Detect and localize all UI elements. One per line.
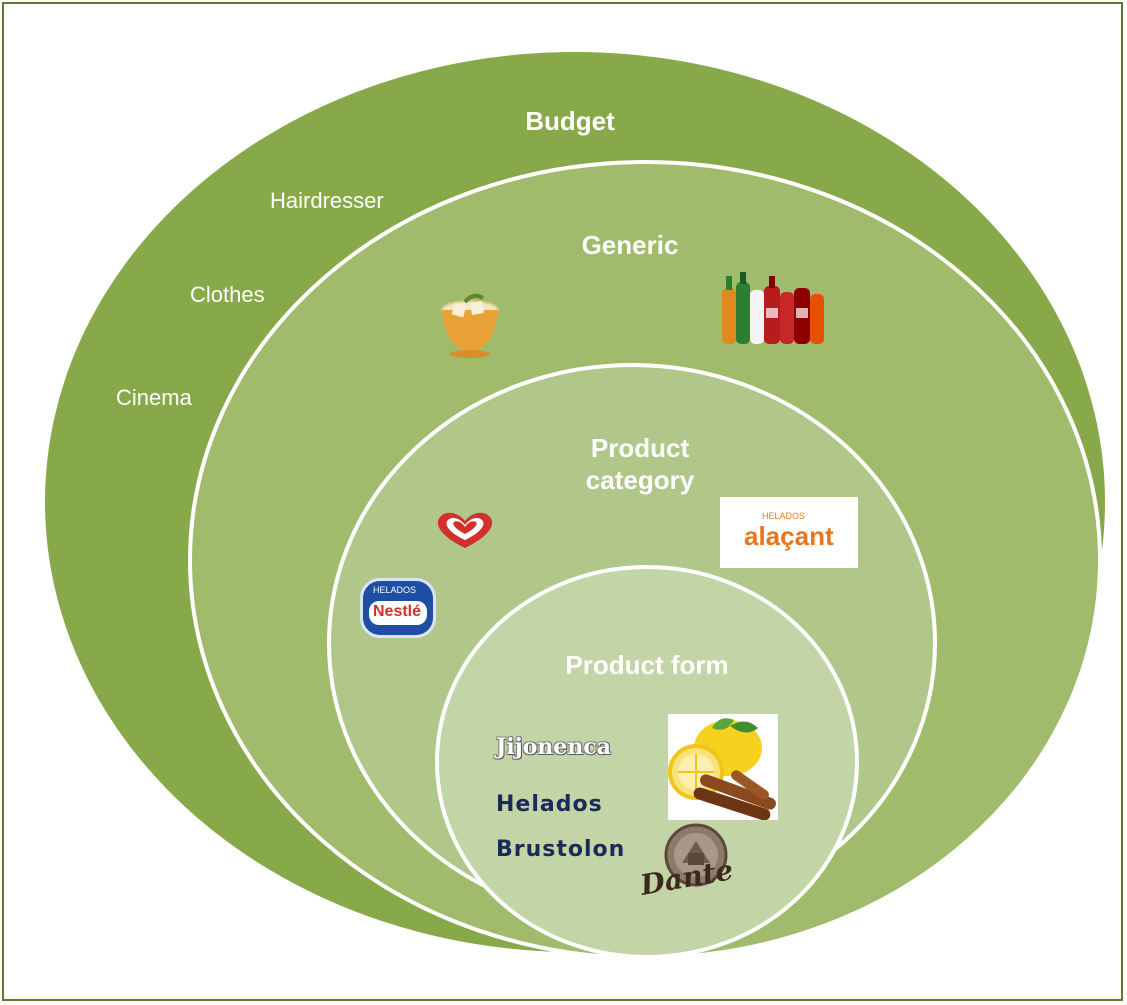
generic-title: Generic bbox=[581, 230, 679, 260]
iced-tea-icon bbox=[441, 293, 499, 358]
nestle-logo-icon: HELADOS Nestlé bbox=[360, 578, 436, 638]
budget-item-cinema: Cinema bbox=[116, 385, 192, 410]
product-form-circle bbox=[435, 565, 859, 959]
dante-logo-icon: Dante bbox=[638, 823, 742, 902]
heart-brand-logo-icon bbox=[437, 512, 493, 548]
dante-logo-medallion bbox=[664, 823, 728, 887]
product-category-title: Product category bbox=[540, 432, 740, 496]
alacant-logo-icon: HELADOS alaçant bbox=[720, 497, 858, 568]
budget-item-clothes: Clothes bbox=[190, 282, 265, 307]
nestle-logo-badge: Nestlé bbox=[369, 601, 427, 625]
brustolon-brand: Brustolon bbox=[496, 837, 626, 862]
helados-brand: Helados bbox=[496, 792, 603, 817]
alacant-logo-small-text: HELADOS bbox=[762, 511, 806, 521]
nestle-logo-small-text: HELADOS bbox=[373, 585, 417, 595]
jijonenca-brand: Jijonenca bbox=[496, 734, 612, 760]
product-category-title-line2: category bbox=[585, 465, 695, 495]
product-form-title: Product form bbox=[565, 650, 729, 680]
lemon-cinnamon-icon bbox=[668, 714, 778, 820]
alacant-logo-name: alaçant bbox=[744, 521, 834, 551]
product-category-title-line1: Product bbox=[590, 433, 690, 463]
soft-drink-bottles-icon bbox=[722, 272, 824, 344]
budget-title: Budget bbox=[525, 106, 615, 136]
budget-item-hairdresser: Hairdresser bbox=[270, 188, 384, 213]
nestle-logo-name: Nestlé bbox=[373, 603, 422, 620]
